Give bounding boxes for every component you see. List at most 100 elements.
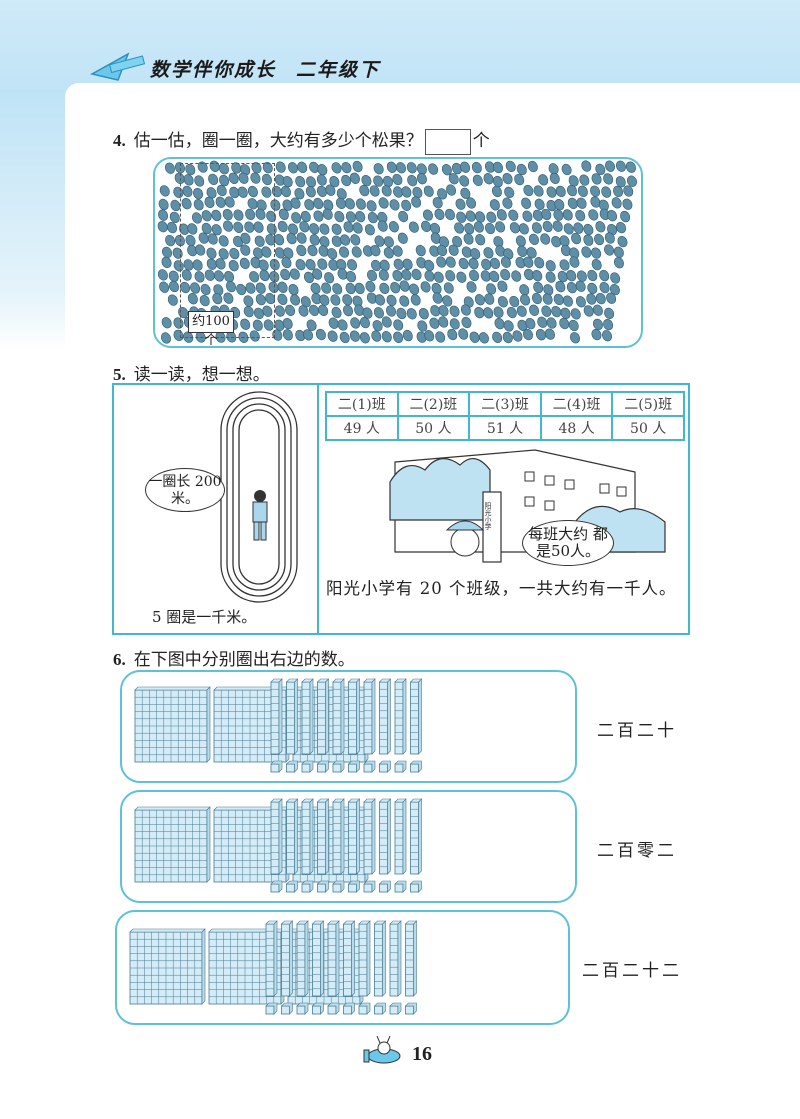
pinecone [379,259,390,271]
one-cube [311,1002,324,1015]
ten-rod [270,798,283,875]
pinecone [594,233,605,246]
pinecone [215,196,226,208]
ten-rod [270,678,283,755]
pinecone [595,221,606,233]
pinecone [495,221,506,233]
one-cube [316,880,329,893]
pinecone [571,232,582,245]
rabbit-airplane-icon [363,1036,401,1064]
pinecone [382,175,393,188]
pinecone [583,234,594,246]
pinecone [529,304,540,316]
pinecone [399,280,410,292]
pinecone [183,174,194,186]
pinecone [182,185,193,198]
pinecone [517,245,528,257]
pinecone [546,317,557,329]
pinecone [305,258,316,271]
pinecone [340,234,351,246]
pinecone [439,236,450,248]
pinecone [330,294,341,306]
pinecone [266,210,277,222]
pinecone [158,209,169,221]
ten-rod [265,920,278,997]
pinecone [626,175,637,187]
question-text: 读一读，想一想。 [133,365,270,385]
pinecone [359,317,370,329]
one-cube [394,760,407,773]
pinecone [438,316,449,328]
pinecone [283,247,294,259]
pinecone [470,248,481,260]
pinecone [525,317,536,330]
pinecone [252,319,263,331]
table-value-cell: 51 人 [468,415,542,441]
pinecone [174,234,185,247]
pinecone [464,223,475,235]
pinecone [445,208,455,221]
pinecone [165,234,176,247]
pinecone [518,223,529,235]
pinecone [277,281,288,293]
pinecone [297,161,308,173]
pinecone [290,294,301,306]
pinecone [553,209,564,221]
pinecone [306,176,317,188]
pinecone [416,163,427,175]
pinecone-field[interactable] [0,0,800,400]
pinecone [599,282,610,294]
pinecone [461,316,472,329]
one-cube [301,880,314,893]
pinecone [555,281,566,293]
pinecone [583,223,594,236]
pinecone [458,257,469,270]
question-number: 4. [113,131,126,150]
pinecone [534,198,545,210]
pinecone [355,210,366,223]
answer-box[interactable] [424,128,471,155]
pinecone [466,281,477,293]
pinecone [309,304,319,316]
pinecone [277,220,288,233]
pinecone [253,221,264,233]
book-grade: 二年级下 [296,59,381,81]
pinecone [312,268,323,280]
pinecone [254,235,265,247]
pinecone [365,280,376,293]
pinecone [424,270,435,282]
pinecone [343,221,354,233]
pinecone [606,292,617,304]
pinecone [455,198,466,210]
pinecone [224,196,235,208]
pinecone [197,161,208,173]
pinecone [437,188,448,200]
pinecone [485,222,496,235]
pinecone [473,221,484,233]
pinecone [229,247,240,260]
pinecone [581,160,592,172]
pinecone [215,258,226,270]
pinecone [355,198,366,210]
pinecone [315,328,326,341]
pinecone [174,172,185,184]
pinecone [193,188,204,200]
pinecone [228,260,239,272]
pinecone [261,173,272,186]
pinecone [523,184,534,197]
sample-label: 约100个 [188,311,234,348]
pinecone [255,293,266,306]
pinecone [231,162,242,174]
ten-rod [280,920,294,997]
pinecone [527,160,538,173]
pinecone [207,233,218,245]
pinecone [469,331,480,343]
pinecone [299,221,310,233]
pinecone [563,223,574,235]
pinecone [559,317,570,330]
one-cube [347,880,360,893]
pinecone [325,184,336,196]
pinecone [523,328,533,341]
pinecone [568,319,579,332]
pinecone [282,175,293,188]
